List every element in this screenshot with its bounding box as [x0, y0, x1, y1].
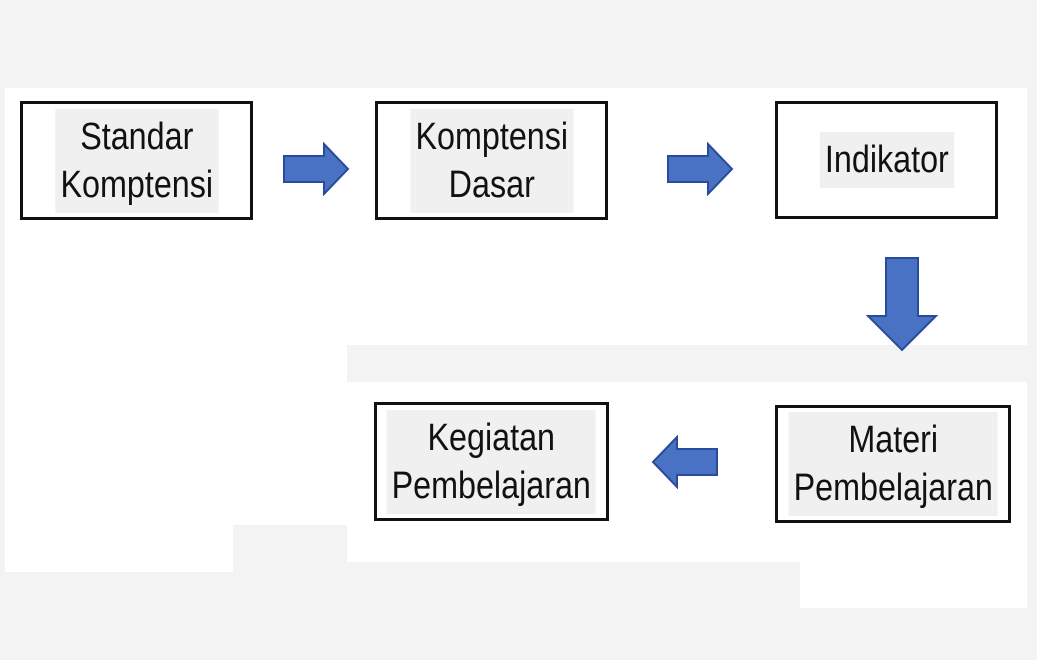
node-text: Indikator: [824, 139, 949, 181]
bg-white-region: [5, 345, 347, 525]
node-text: Materi: [848, 419, 938, 461]
arrow-right-icon: [283, 142, 350, 196]
node-text: Komptensi: [60, 163, 213, 206]
node-text: Kegiatan: [427, 416, 556, 459]
node-text: Pembelajaran: [793, 467, 993, 509]
node-indikator: Indikator: [775, 101, 998, 219]
arrow-left-icon: [651, 435, 718, 489]
bg-white-region: [800, 562, 1027, 608]
bg-gray-band: [347, 345, 862, 382]
node-text: Pembelajaran: [391, 464, 592, 507]
arrow-down-icon: [866, 257, 938, 352]
bg-gray-band: [948, 345, 1027, 382]
node-text: Standar: [79, 115, 194, 158]
arrow-right-icon: [667, 142, 734, 196]
node-text: Komptensi: [415, 115, 568, 158]
bg-white-region: [5, 525, 233, 572]
node-text: Dasar: [448, 163, 535, 206]
